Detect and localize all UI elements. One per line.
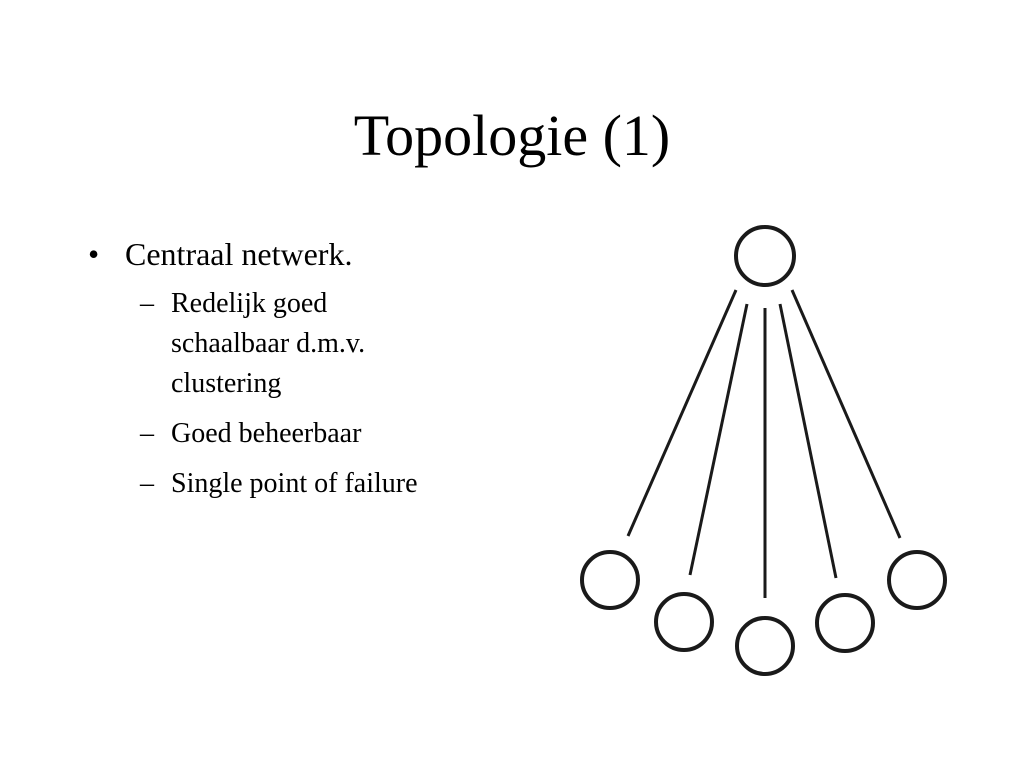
star-topology-diagram (580, 225, 947, 676)
peripheral-node-2 (654, 592, 714, 652)
sub-bullet-line: Goed beheerbaar (171, 418, 362, 449)
sub-bullet-beheerbaar: – Goed beheerbaar (88, 414, 508, 454)
sub-bullet-single-point-of-failure: – Single point of failure (88, 464, 508, 504)
link-line-5 (790, 289, 902, 539)
bullet-text: Centraal netwerk. (125, 236, 353, 272)
sub-bullet-marker: – (140, 288, 154, 319)
sub-bullet-marker: – (140, 468, 154, 499)
peripheral-node-5 (887, 550, 947, 610)
sub-bullet-schaalbaar: – Redelijk goed schaalbaar d.m.v. cluste… (88, 284, 508, 404)
sub-bullet-line: clustering (171, 368, 282, 399)
sub-bullet-line: schaalbaar d.m.v. (171, 328, 366, 359)
link-line-4 (778, 303, 838, 579)
bullet-centraal-netwerk: • Centraal netwerk. (88, 232, 508, 276)
sub-bullet-line: Single point of failure (171, 468, 418, 499)
slide-title: Topologie (1) (353, 103, 671, 168)
bullet-content: • Centraal netwerk. – Redelijk goed scha… (88, 232, 508, 514)
link-line-2 (688, 303, 749, 576)
sub-bullet-line: Redelijk goed (171, 288, 328, 319)
peripheral-node-3 (735, 616, 795, 676)
link-line-1 (626, 289, 738, 537)
sub-bullet-list: – Redelijk goed schaalbaar d.m.v. cluste… (88, 284, 508, 504)
peripheral-node-1 (580, 550, 640, 610)
peripheral-node-4 (815, 593, 875, 653)
sub-bullet-marker: – (140, 418, 154, 449)
bullet-marker: • (88, 236, 100, 272)
central-node (734, 225, 796, 287)
